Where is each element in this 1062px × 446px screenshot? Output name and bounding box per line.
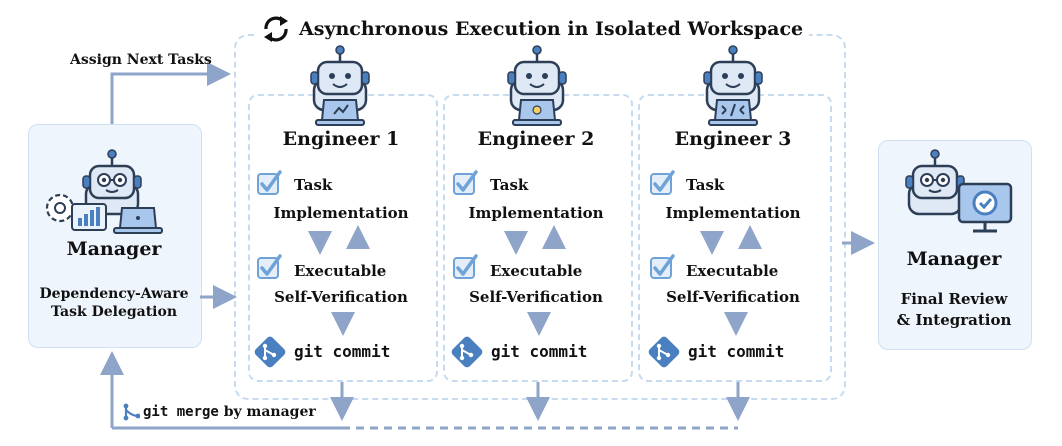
engineer-3-verify-line2: Self-Verification <box>666 288 800 306</box>
git-icon <box>449 334 485 370</box>
engineer-robot-icon-2 <box>506 44 568 126</box>
engineer-1-verify-line2: Self-Verification <box>274 288 408 306</box>
merge-cmd: git merge <box>143 404 219 420</box>
code-icon <box>721 103 745 117</box>
engineer-2-task-line1: Task <box>490 176 529 194</box>
task-check-icon <box>256 170 282 196</box>
git-icon <box>646 334 682 370</box>
engineer-2-task-line2: Implementation <box>468 204 604 222</box>
commit-drop-arrows <box>330 382 750 421</box>
merge-suffix: by manager <box>223 404 316 420</box>
engineer-1-task-line1: Task <box>294 176 333 194</box>
git-merge-icon <box>123 403 141 421</box>
engineer-2-verify-line2: Self-Verification <box>469 288 603 306</box>
assign-connector <box>110 62 231 124</box>
engineer-3-task-line2: Implementation <box>665 204 801 222</box>
engineer-robot-icon-3 <box>702 44 764 126</box>
engineer-name-2: Engineer 2 <box>477 128 595 150</box>
bar-chart-icon <box>71 203 107 231</box>
engineer-robot-icon-1 <box>309 44 371 126</box>
page-title: Asynchronous Execution in Isolated Works… <box>299 18 804 40</box>
manager-right-robot-icon <box>904 148 1013 233</box>
manager-right-desc-2: & Integration <box>896 311 1012 329</box>
manager-left-desc-1: Dependency-Aware <box>39 286 189 302</box>
engineer-name-1: Engineer 1 <box>282 128 400 150</box>
engineer-1-verify-line1: Executable <box>294 262 387 280</box>
task-check-icon <box>452 170 478 196</box>
verify-check-icon <box>649 254 675 280</box>
engineer-3-task-line1: Task <box>686 176 725 194</box>
engineer-name-3: Engineer 3 <box>674 128 792 150</box>
manager-left-desc-2: Task Delegation <box>50 304 178 320</box>
assign-label: Assign Next Tasks <box>70 52 212 68</box>
gear-icon <box>45 193 75 223</box>
engineer-1-commit: git commit <box>294 342 391 361</box>
chart-icon <box>333 104 349 115</box>
engineer-1-task-line2: Implementation <box>273 204 409 222</box>
laptop-icon <box>113 207 163 234</box>
bulb-icon <box>532 105 542 115</box>
verify-check-icon <box>452 254 478 280</box>
title-group: Asynchronous Execution in Isolated Works… <box>255 14 810 44</box>
manager-right-name: Manager <box>906 248 1002 270</box>
verify-check-icon <box>256 254 282 280</box>
sync-icon <box>264 16 288 42</box>
manager-left-panel <box>28 124 202 348</box>
engineer-2-verify-line1: Executable <box>490 262 583 280</box>
manager-left-name: Manager <box>66 238 162 260</box>
manager-right-desc-1: Final Review <box>900 290 1008 308</box>
engineer-3-commit: git commit <box>688 342 785 361</box>
task-check-icon <box>649 170 675 196</box>
git-icon <box>252 334 288 370</box>
monitor-check-icon <box>957 182 1013 233</box>
engineer-2-commit: git commit <box>491 342 588 361</box>
merge-label: git merge by manager <box>140 404 319 420</box>
manager-left-robot-icon <box>45 148 163 234</box>
engineer-3-verify-line1: Executable <box>686 262 779 280</box>
